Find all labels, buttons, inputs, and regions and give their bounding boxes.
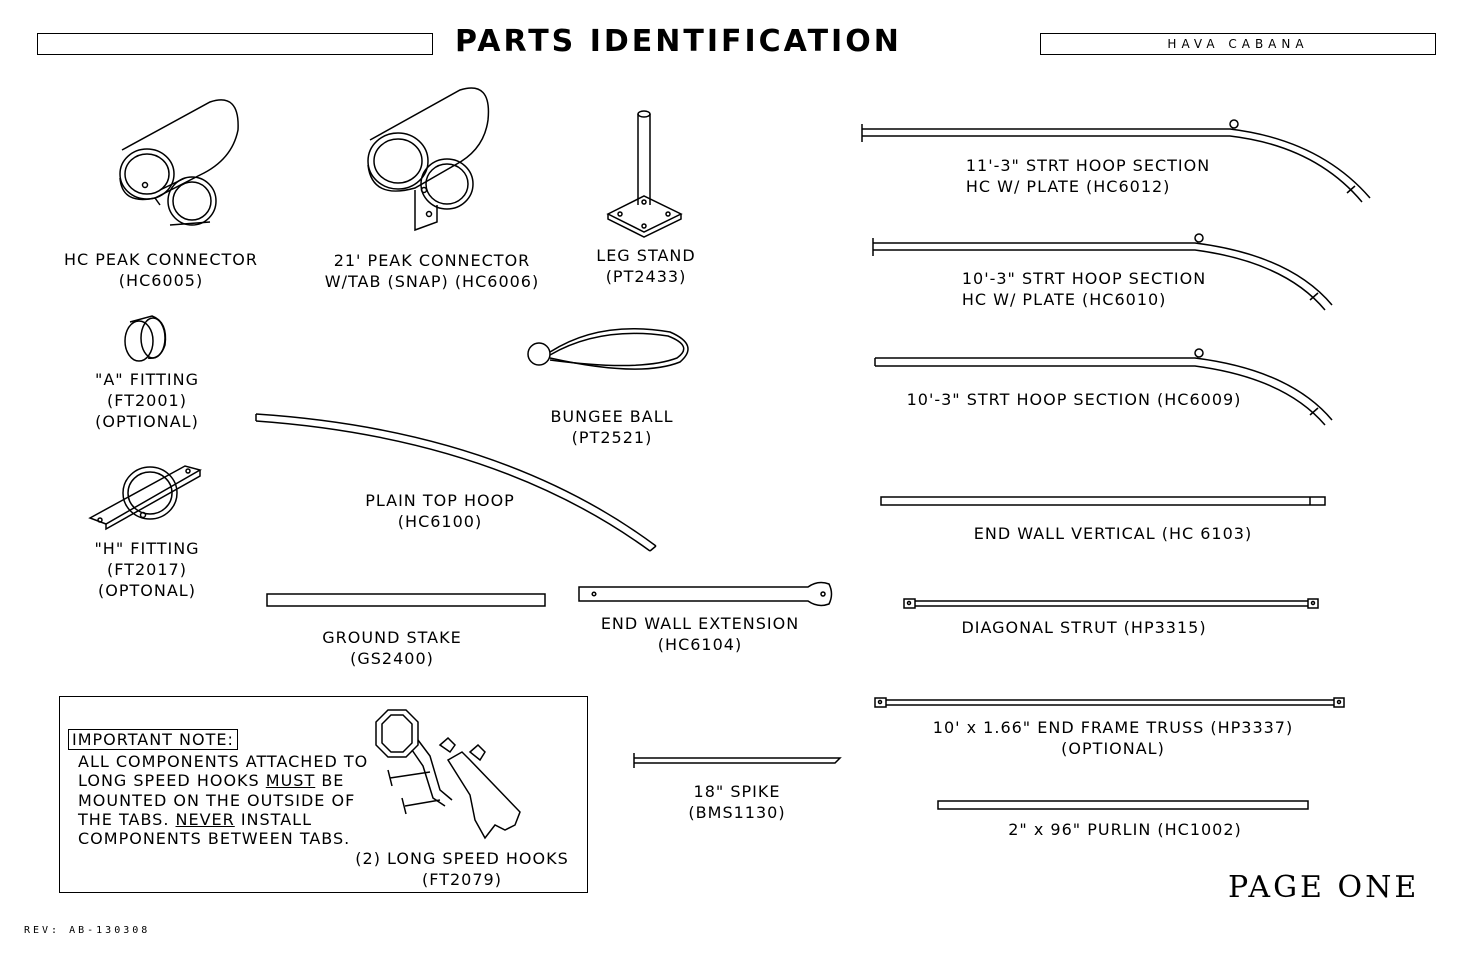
note-line-1: ALL COMPONENTS ATTACHED TO [78, 752, 369, 771]
spike-drawing [633, 753, 842, 768]
note-line-4: THE TABS. NEVER INSTALL [78, 810, 312, 829]
important-note-heading: IMPORTANT NOTE: [68, 729, 238, 750]
label-long-speed-hooks: (2) LONG SPEED HOOKS(FT2079) [355, 849, 569, 889]
label-spike: 18" SPIKE(BMS1130) [688, 782, 786, 822]
hoop-10-3-plate-drawing [872, 233, 1333, 311]
label-end-wall-extension: END WALL EXTENSION(HC6104) [600, 614, 800, 654]
label-end-frame-truss: 10' x 1.66" END FRAME TRUSS (HP3337)(OPT… [932, 718, 1294, 758]
label-hoop-10-3: 10'-3" STRT HOOP SECTION (HC6009) [906, 390, 1242, 409]
hoop-11-3-drawing [861, 119, 1371, 203]
end-wall-vertical-drawing [880, 496, 1326, 506]
end-wall-extension-drawing [578, 581, 833, 607]
label-leg-stand: LEG STAND(PT2433) [596, 246, 696, 286]
note-line-2: LONG SPEED HOOKS MUST BE [78, 771, 345, 790]
a-fitting-drawing [124, 315, 167, 362]
long-speed-hooks-drawing [375, 709, 521, 840]
note-line-5: COMPONENTS BETWEEN TABS. [78, 829, 351, 848]
header-right-box: HAVA CABANA [1040, 33, 1436, 55]
bungee-ball-drawing [527, 328, 689, 370]
hc-peak-connector-drawing [119, 99, 239, 226]
label-bungee-ball: BUNGEE BALL(PT2521) [550, 407, 674, 447]
ground-stake-drawing [266, 593, 546, 607]
label-plain-top-hoop: PLAIN TOP HOOP(HC6100) [365, 491, 515, 531]
h-fitting-drawing [88, 465, 202, 531]
label-ground-stake: GROUND STAKE(GS2400) [322, 628, 462, 668]
purlin-drawing [937, 800, 1309, 810]
hoop-10-3-drawing [874, 348, 1333, 426]
important-note-box: IMPORTANT NOTE: ALL COMPONENTS ATTACHED … [59, 696, 588, 893]
label-purlin: 2" x 96" PURLIN (HC1002) [1008, 820, 1242, 839]
label-hc-peak-connector: HC PEAK CONNECTOR(HC6005) [63, 250, 259, 290]
revision-code: REV: AB-130308 [24, 925, 151, 936]
page-title: PARTS IDENTIFICATION [455, 24, 902, 59]
label-diagonal-strut: DIAGONAL STRUT (HP3315) [961, 618, 1207, 637]
brand-name: HAVA CABANA [1167, 37, 1309, 51]
label-a-fitting: "A" FITTING(FT2001)(OPTIONAL) [94, 370, 200, 431]
leg-stand-drawing [606, 110, 683, 238]
header-left-box [37, 33, 433, 55]
page-number: PAGE ONE [1228, 870, 1420, 905]
peak-connector-21-drawing [367, 87, 490, 232]
note-line-3: MOUNTED ON THE OUTSIDE OF [78, 791, 356, 810]
diagonal-strut-drawing [903, 598, 1319, 609]
label-h-fitting: "H" FITTING(FT2017)(OPTONAL) [94, 539, 200, 600]
plain-top-hoop-drawing [255, 413, 657, 552]
end-frame-truss-drawing [874, 697, 1345, 708]
label-end-wall-vertical: END WALL VERTICAL (HC 6103) [973, 524, 1253, 543]
